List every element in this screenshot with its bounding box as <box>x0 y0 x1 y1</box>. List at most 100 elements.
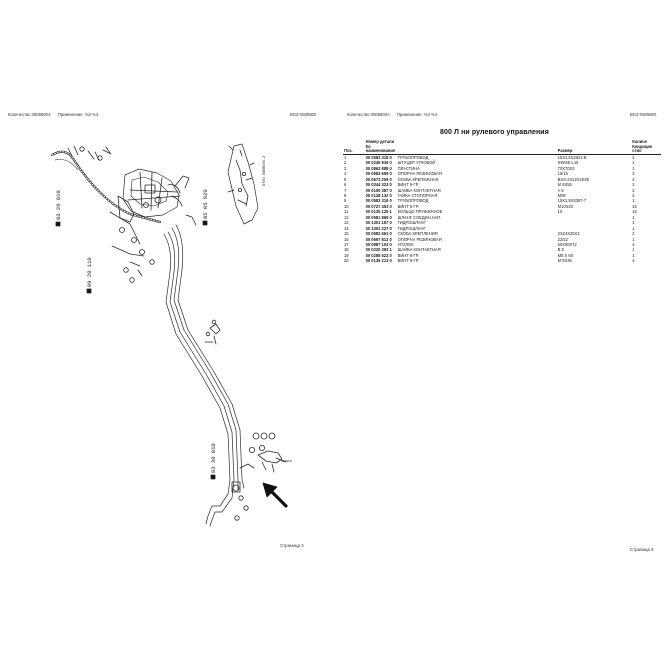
row-part-number: 00 1301 187 <box>365 220 389 226</box>
row-version: 0 <box>389 198 392 204</box>
row-version: 0 <box>389 187 392 193</box>
row-version: 1 <box>389 247 392 253</box>
side-code: ОТ00 Л0ЕВ000.2 <box>263 155 267 186</box>
row-number: 00 1301 227 0 <box>365 226 397 231</box>
row-qty: 1 <box>632 225 635 231</box>
col-qty: Количе Кондицие ство <box>631 139 661 155</box>
row-part-number: 00 0581 869 <box>365 214 389 220</box>
row-version: 0 <box>389 214 392 220</box>
row-name: ОПОРНА РЕЗИНОВАЯ <box>397 171 442 177</box>
row-number: 00 0285 522 0 <box>365 253 397 258</box>
row-part-number: 00 0697 812 <box>365 236 389 242</box>
row-part-number: 00 1301 227 <box>365 225 389 231</box>
row-version: 1 <box>389 209 392 215</box>
row-size: 15X1,5X2921-B <box>557 154 587 160</box>
row-qty: 1 <box>632 160 635 166</box>
row-part-number: 00 0583 316 <box>365 198 389 204</box>
row-version: 0 <box>389 258 392 264</box>
row-name: ШЛАНГ СОЕДИН.НАП. <box>397 214 442 220</box>
row-qty: 2 <box>632 192 635 198</box>
row-part-number: 00 0683 659 <box>365 171 389 177</box>
row-number: 00 0697 812 0 <box>365 237 397 242</box>
row-part-number: 00 0285 522 <box>365 252 389 258</box>
row-number: 00 0136 213 0 <box>365 258 397 263</box>
row-name: ВИНТ 6-ГР. <box>397 252 419 258</box>
row-name: ГИДРОШЛАНГ <box>397 225 426 231</box>
row-pos: 12 <box>344 214 349 220</box>
row-qty: 1 <box>632 242 635 248</box>
row-pos: 11 <box>344 209 349 215</box>
row-size: 22/22 <box>557 236 568 242</box>
row-name: ШАЙБА КОНТАКТНАЯ <box>397 187 441 193</box>
col-number-label: Номер детали <box>365 139 395 144</box>
parts-table-header: Поз. Номер детали Ко наименование Размер… <box>343 139 661 155</box>
steering-pipe-drawing <box>50 143 288 527</box>
row-part-number: 00 0344 323 <box>365 182 389 188</box>
row-version: 0 <box>389 176 392 182</box>
row-part-number: 00 0135 125 <box>365 209 389 215</box>
row-size: M8 X 65 <box>557 252 573 258</box>
row-part-number: 00 0136 213 <box>365 258 389 264</box>
left-header-quantity: Количество 0505800A <box>8 112 51 117</box>
row-name: ГИДРОШЛАНГ <box>397 220 426 226</box>
row-qty: 1 <box>632 236 635 242</box>
row-version: 0 <box>389 252 392 258</box>
row-pos: 8 <box>344 192 347 198</box>
row-version: 0 <box>389 165 392 171</box>
row-pos: 7 <box>344 187 347 193</box>
row-part-number: 00 0727 453 <box>365 203 389 209</box>
row-name: ВИНТ 6-ГР. <box>397 182 419 188</box>
parts-table: Поз. Номер детали Ко наименование Размер… <box>343 139 661 264</box>
row-version: 0 <box>389 171 392 177</box>
page-4 <box>336 100 670 570</box>
page-number-left: Страница 3 <box>280 543 304 548</box>
row-version: 0 <box>389 160 392 166</box>
row-pos: 2 <box>344 160 347 166</box>
row-pos: 4 <box>344 171 347 177</box>
row-number: 00 0582 661 0 <box>365 231 397 236</box>
row-name: ВИНТ 6-ГР. <box>397 203 419 209</box>
left-header-application: Применение: %3 %4 <box>57 112 99 117</box>
row-pos: 19 <box>344 252 349 258</box>
right-header: Количество 0505800A Применение: %3 %4 <box>347 112 437 117</box>
row-qty: 2 <box>632 176 635 182</box>
row-qty: 2 <box>632 182 635 188</box>
right-header-quantity: Количество 0505800A <box>347 112 390 117</box>
row-number: 00 0673 209 0 <box>365 177 397 182</box>
row-pos: 20 <box>344 258 349 264</box>
right-header-application: Применение: %3 %4 <box>396 112 438 117</box>
row-part-number: 00 0673 209 <box>365 176 389 182</box>
col-name-label: наименование <box>365 148 396 154</box>
row-part-number: 00 0887 103 <box>365 242 389 248</box>
callout-text: вочгэ <box>282 458 292 463</box>
row-version: 0 <box>389 192 392 198</box>
row-name: КОЛЬЦО ПРУЖИННОЕ <box>397 209 443 215</box>
row-size: 2X24X25X3 <box>557 231 580 237</box>
row-part-number: 00 0863 888 <box>365 165 389 171</box>
row-number: 00 0863 888 0 <box>365 166 397 171</box>
col-number: Номер детали Ко наименование <box>364 139 397 155</box>
row-size: 15X1,5X2087-7 <box>557 198 587 204</box>
row-qty: 16 <box>632 209 637 215</box>
row-size: M10X20 <box>557 203 573 209</box>
row-size: BSS-2X22X25X5 <box>557 176 590 182</box>
row-qty: 1 <box>632 247 635 253</box>
row-version: 0 <box>389 203 392 209</box>
left-header: Количество 0505800A Применение: %3 %4 <box>8 112 98 117</box>
row-pos: 18 <box>344 247 349 253</box>
row-number: 00 0135 125 1 <box>365 209 397 214</box>
row-qty: 2 <box>632 231 635 237</box>
row-number: 00 0583 316 0 <box>365 198 397 203</box>
